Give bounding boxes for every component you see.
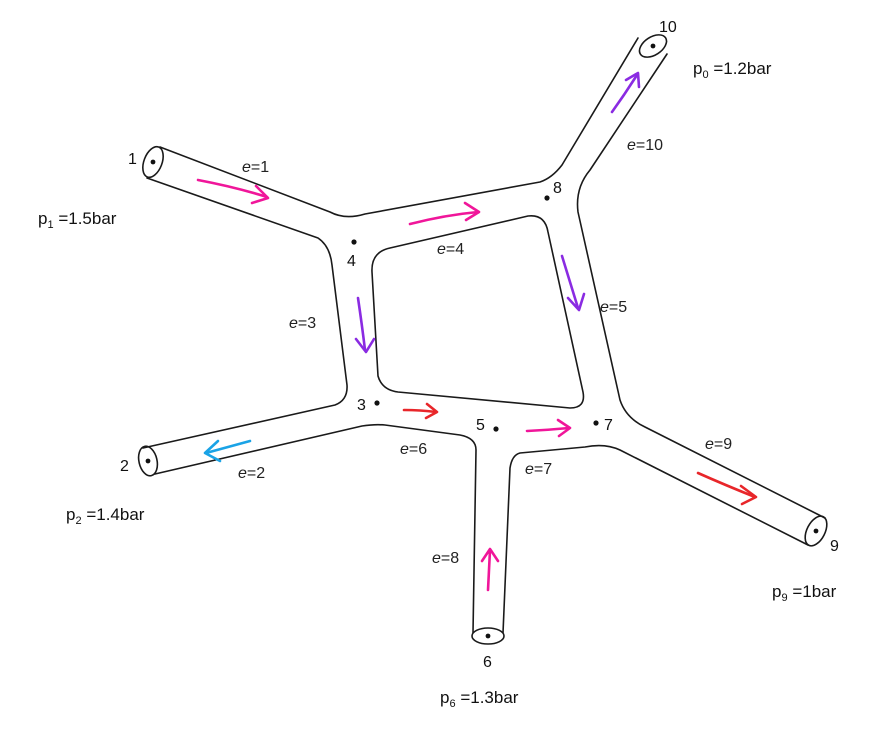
- node-label-1: 1: [128, 151, 137, 168]
- node-dot-7: [593, 420, 599, 426]
- node-dot-10: [650, 43, 656, 49]
- flow-arrow-edge-2: [203, 439, 252, 463]
- node-label-8: 8: [553, 180, 562, 197]
- flow-arrow-edge-10: [610, 71, 641, 114]
- node-label-3: 3: [357, 397, 366, 414]
- node-label-10: 10: [659, 19, 677, 36]
- pipe-outline-bottom-middle: [154, 423, 477, 634]
- pipe-end-9: [804, 515, 828, 547]
- flow-arrow-edge-4: [408, 201, 481, 226]
- edge-label-9: e=9: [705, 436, 732, 453]
- flow-arrow-edge-3: [354, 296, 376, 354]
- pipe-end-2: [137, 445, 159, 477]
- edge-label-10: e=10: [627, 137, 663, 154]
- edge-label-2: e=2: [238, 465, 265, 482]
- pressure-label-p0: p0 =1.2bar: [693, 59, 772, 81]
- node-dot-6: [485, 633, 491, 639]
- flow-arrow-edge-8: [480, 547, 500, 592]
- pipe-end-10: [638, 34, 668, 58]
- pressure-labels: p0 =1.2bar p1 =1.5bar p2 =1.4bar p6 =1.3…: [38, 59, 837, 710]
- flow-arrow-edge-5: [560, 254, 586, 312]
- pressure-label-p2: p2 =1.4bar: [66, 505, 145, 527]
- node-label-5: 5: [476, 417, 485, 434]
- edge-label-8: e=8: [432, 550, 459, 567]
- node-dot-8: [544, 195, 550, 201]
- pipe-outline-left: [142, 177, 348, 449]
- node-dots: [145, 43, 819, 639]
- node-dot-5: [493, 426, 499, 432]
- flow-arrow-edge-7: [525, 418, 572, 438]
- flow-arrows: [196, 71, 758, 592]
- pipe-end-1: [142, 145, 164, 179]
- node-dot-9: [813, 528, 819, 534]
- pressure-label-p6: p6 =1.3bar: [440, 688, 519, 710]
- pipe-outline-right: [576, 53, 826, 519]
- node-dot-3: [374, 400, 380, 406]
- edge-labels: e=1 e=2 e=3 e=4 e=5 e=6 e=7 e=8 e=9 e=10: [238, 137, 732, 567]
- node-label-6: 6: [483, 654, 492, 671]
- edge-label-1: e=1: [242, 159, 269, 176]
- edge-label-4: e=4: [437, 241, 464, 258]
- pipe-outline-inner-loop: [371, 215, 585, 409]
- pipe-outlines: [137, 34, 828, 645]
- pressure-label-p1: p1 =1.5bar: [38, 209, 117, 231]
- pipe-outline-top-left: [159, 37, 639, 218]
- node-dot-4: [351, 239, 357, 245]
- edge-label-6: e=6: [400, 441, 427, 458]
- node-dot-1: [150, 159, 156, 165]
- node-dot-2: [145, 458, 151, 464]
- node-label-4: 4: [347, 253, 356, 270]
- node-label-2: 2: [120, 458, 129, 475]
- edge-label-7: e=7: [525, 461, 552, 478]
- flow-arrow-edge-1: [196, 178, 270, 205]
- flow-arrow-edge-6: [402, 402, 439, 420]
- pipe-end-6: [471, 627, 505, 645]
- pressure-label-p9: p9 =1bar: [772, 582, 837, 604]
- edge-label-5: e=5: [600, 299, 627, 316]
- flow-arrow-edge-9: [696, 471, 758, 506]
- node-label-7: 7: [604, 417, 613, 434]
- edge-label-3: e=3: [289, 315, 316, 332]
- node-labels: 1 2 3 4 5 6 7 8 9 10: [120, 19, 839, 671]
- node-label-9: 9: [830, 538, 839, 555]
- pipe-outline-bottom-right: [502, 444, 809, 634]
